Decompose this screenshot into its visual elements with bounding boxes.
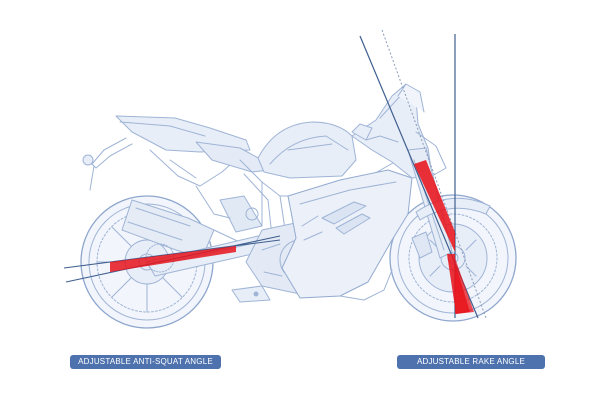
tail-section xyxy=(82,115,251,191)
rake-angle-upper-highlight xyxy=(414,160,455,252)
anti-squat-angle-label: ADJUSTABLE ANTI-SQUAT ANGLE xyxy=(70,355,221,369)
anti-squat-ground-line xyxy=(63,239,281,269)
fuel-tank xyxy=(257,121,357,179)
motorcycle-illustration xyxy=(80,83,517,329)
fork-reference-line xyxy=(381,29,487,319)
rake-angle-label: ADJUSTABLE RAKE ANGLE xyxy=(397,355,545,369)
front-fairing xyxy=(351,83,447,179)
anti-squat-angle-highlight xyxy=(110,246,236,272)
side-fairing xyxy=(281,169,413,301)
angle-highlights xyxy=(110,160,474,314)
rake-angle-wedge xyxy=(455,258,474,314)
